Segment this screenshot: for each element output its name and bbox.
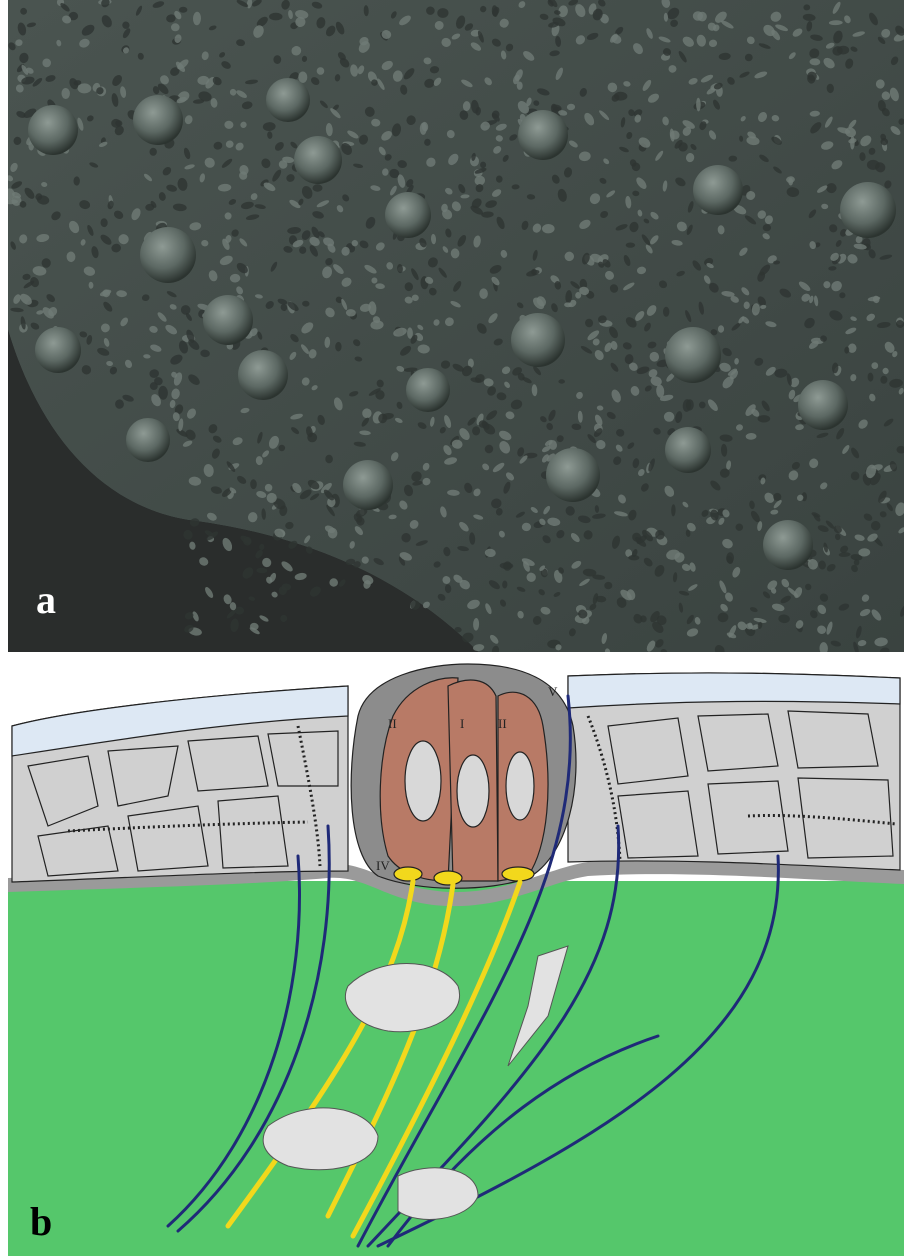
taste-bud-bump — [266, 78, 310, 122]
nucleus — [457, 755, 489, 827]
synapse — [394, 867, 422, 881]
taste-bud-schematic: II I II IV V — [8, 656, 904, 1256]
taste-bud-bump — [840, 182, 896, 238]
taste-bud-bump — [140, 227, 196, 283]
synapse — [434, 871, 462, 885]
cell-label-ii-right: II — [498, 716, 507, 731]
taste-bud-bump — [406, 368, 450, 412]
cell-label-iv: IV — [376, 858, 390, 873]
synapse — [502, 867, 534, 881]
panel-b-label: b — [30, 1202, 52, 1242]
taste-bud-bump — [343, 460, 393, 510]
taste-bud-bump — [798, 380, 848, 430]
taste-bud-bump — [665, 327, 721, 383]
taste-bud-bump — [665, 427, 711, 473]
taste-bud-bump — [511, 313, 565, 367]
taste-bud — [351, 664, 576, 888]
sem-micrograph-panel: a — [8, 0, 904, 652]
epithelium-left — [12, 686, 348, 882]
taste-bud-bump — [693, 165, 743, 215]
sem-micrograph — [8, 0, 904, 652]
nucleus — [506, 752, 534, 820]
cell-label-ii: II — [388, 716, 397, 731]
taste-bud-bump — [35, 327, 81, 373]
taste-bud-bump — [546, 448, 600, 502]
taste-bud-bump — [133, 95, 183, 145]
taste-bud-bump — [238, 350, 288, 400]
taste-bud-schematic-panel: II I II IV V b — [8, 656, 904, 1256]
taste-bud-bump — [763, 520, 813, 570]
taste-bud-bump — [518, 110, 568, 160]
nucleus — [405, 741, 441, 821]
taste-bud-bump — [126, 418, 170, 462]
taste-bud-bump — [294, 136, 342, 184]
cell-label-i: I — [460, 716, 464, 731]
taste-bud-bump — [385, 192, 431, 238]
cell-label-v: V — [548, 684, 558, 699]
panel-a-label: a — [36, 580, 56, 620]
taste-bud-bump — [28, 105, 78, 155]
taste-bud-bump — [203, 295, 253, 345]
